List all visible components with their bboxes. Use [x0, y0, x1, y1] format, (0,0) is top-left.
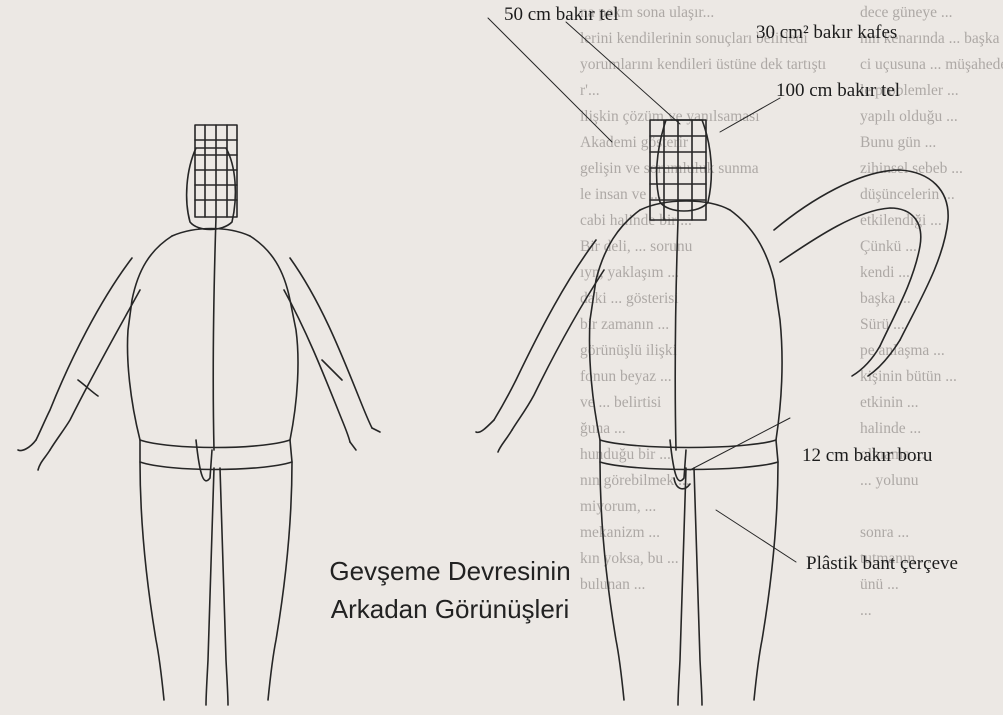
caption-line-2: Arkadan Görünüşleri	[300, 590, 600, 628]
label-plastic-band-frame: Plâstik bant çerçeve	[806, 553, 958, 575]
figure-caption: Gevşeme Devresinin Arkadan Görünüşleri	[300, 552, 600, 628]
label-100cm-copper-wire: 100 cm bakır tel	[776, 80, 900, 102]
leader-lines	[488, 18, 796, 562]
label-50cm-copper-wire: 50 cm bakır tel	[504, 4, 619, 26]
caption-line-1: Gevşeme Devresinin	[300, 552, 600, 590]
label-12cm-copper-pipe: 12 cm bakır boru	[802, 445, 932, 467]
label-30cm2-copper-cage: 30 cm² bakır kafes	[756, 22, 897, 44]
